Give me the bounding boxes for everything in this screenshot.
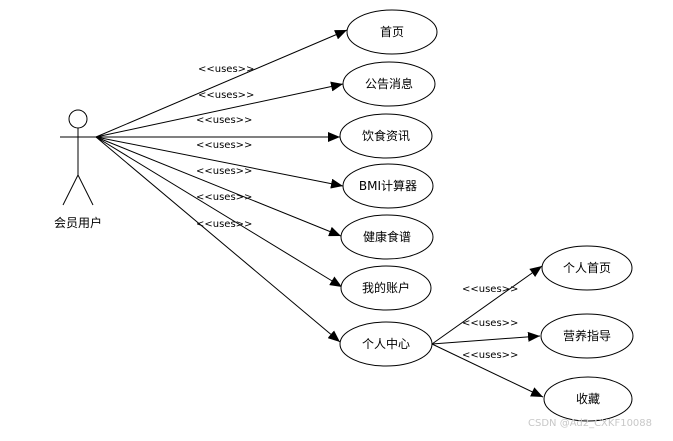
- use-case-personal-home-label: 个人首页: [563, 261, 611, 275]
- relation-label-recipes: <<uses>>: [196, 166, 252, 177]
- relation-label-home: <<uses>>: [198, 64, 254, 75]
- use-case-nutrition: 营养指导: [540, 313, 634, 359]
- use-case-bmi: BMI计算器: [342, 163, 434, 209]
- use-case-personal-home-ellipse: [541, 245, 633, 291]
- actor-relations: <<uses>> <<uses>> <<uses>> <<uses>> <<us…: [95, 29, 348, 343]
- relation-home: [95, 29, 348, 138]
- use-case-notice-ellipse: [342, 61, 436, 107]
- use-case-home-label: 首页: [380, 25, 404, 39]
- use-case-account: 我的账户: [340, 265, 432, 311]
- use-case-nutrition-label: 营养指导: [563, 328, 611, 343]
- use-case-center: 个人中心: [339, 321, 433, 367]
- relation-bmi: [95, 136, 344, 189]
- watermark: CSDN @Ad2_CXKF10088: [528, 418, 652, 429]
- use-case-bmi-ellipse: [342, 163, 434, 209]
- actor-right-leg: [77, 174, 94, 206]
- relation-favorites: [431, 343, 544, 398]
- relation-account: [95, 136, 343, 288]
- use-case-center-label: 个人中心: [362, 336, 410, 351]
- actor-head: [68, 109, 88, 129]
- use-case-personal-home: 个人首页: [541, 245, 633, 291]
- relation-recipes: [95, 136, 342, 237]
- use-case-home: 首页: [346, 9, 438, 55]
- relation-nutrition: [431, 331, 541, 345]
- use-case-diet-info-label: 饮食资讯: [362, 128, 410, 143]
- use-case-account-label: 我的账户: [362, 280, 410, 295]
- use-case-recipes-ellipse: [340, 214, 434, 260]
- relation-label-bmi: <<uses>>: [196, 140, 252, 151]
- actor-left-leg: [62, 174, 79, 206]
- relation-center: [95, 136, 341, 343]
- use-case-recipes: 健康食谱: [340, 214, 434, 260]
- relation-label-personal-home: <<uses>>: [462, 284, 518, 295]
- use-case-notice-label: 公告消息: [365, 76, 413, 91]
- actor: 会员用户: [54, 109, 102, 230]
- use-case-bmi-label: BMI计算器: [359, 178, 417, 193]
- use-case-favorites: 收藏: [543, 376, 633, 422]
- use-case-favorites-ellipse: [543, 376, 633, 422]
- use-case-home-ellipse: [346, 9, 438, 55]
- use-case-favorites-label: 收藏: [576, 392, 600, 406]
- relation-personal-home: [431, 265, 543, 345]
- use-case-notice: 公告消息: [342, 61, 436, 107]
- relation-label-center: <<uses>>: [196, 219, 252, 230]
- use-case-diet-info-ellipse: [339, 113, 433, 159]
- actor-label: 会员用户: [54, 215, 102, 230]
- use-case-recipes-label: 健康食谱: [363, 229, 411, 244]
- relation-label-nutrition: <<uses>>: [462, 318, 518, 329]
- relation-label-account: <<uses>>: [196, 192, 252, 203]
- relation-label-favorites: <<uses>>: [462, 350, 518, 361]
- use-case-account-ellipse: [340, 265, 432, 311]
- relation-label-diet-info: <<uses>>: [196, 115, 252, 126]
- relation-notice: [95, 81, 344, 138]
- use-case-nutrition-ellipse: [540, 313, 634, 359]
- relation-label-notice: <<uses>>: [198, 90, 254, 101]
- use-case-diet-info: 饮食资讯: [339, 113, 433, 159]
- center-relations: <<uses>> <<uses>> <<uses>>: [431, 265, 544, 398]
